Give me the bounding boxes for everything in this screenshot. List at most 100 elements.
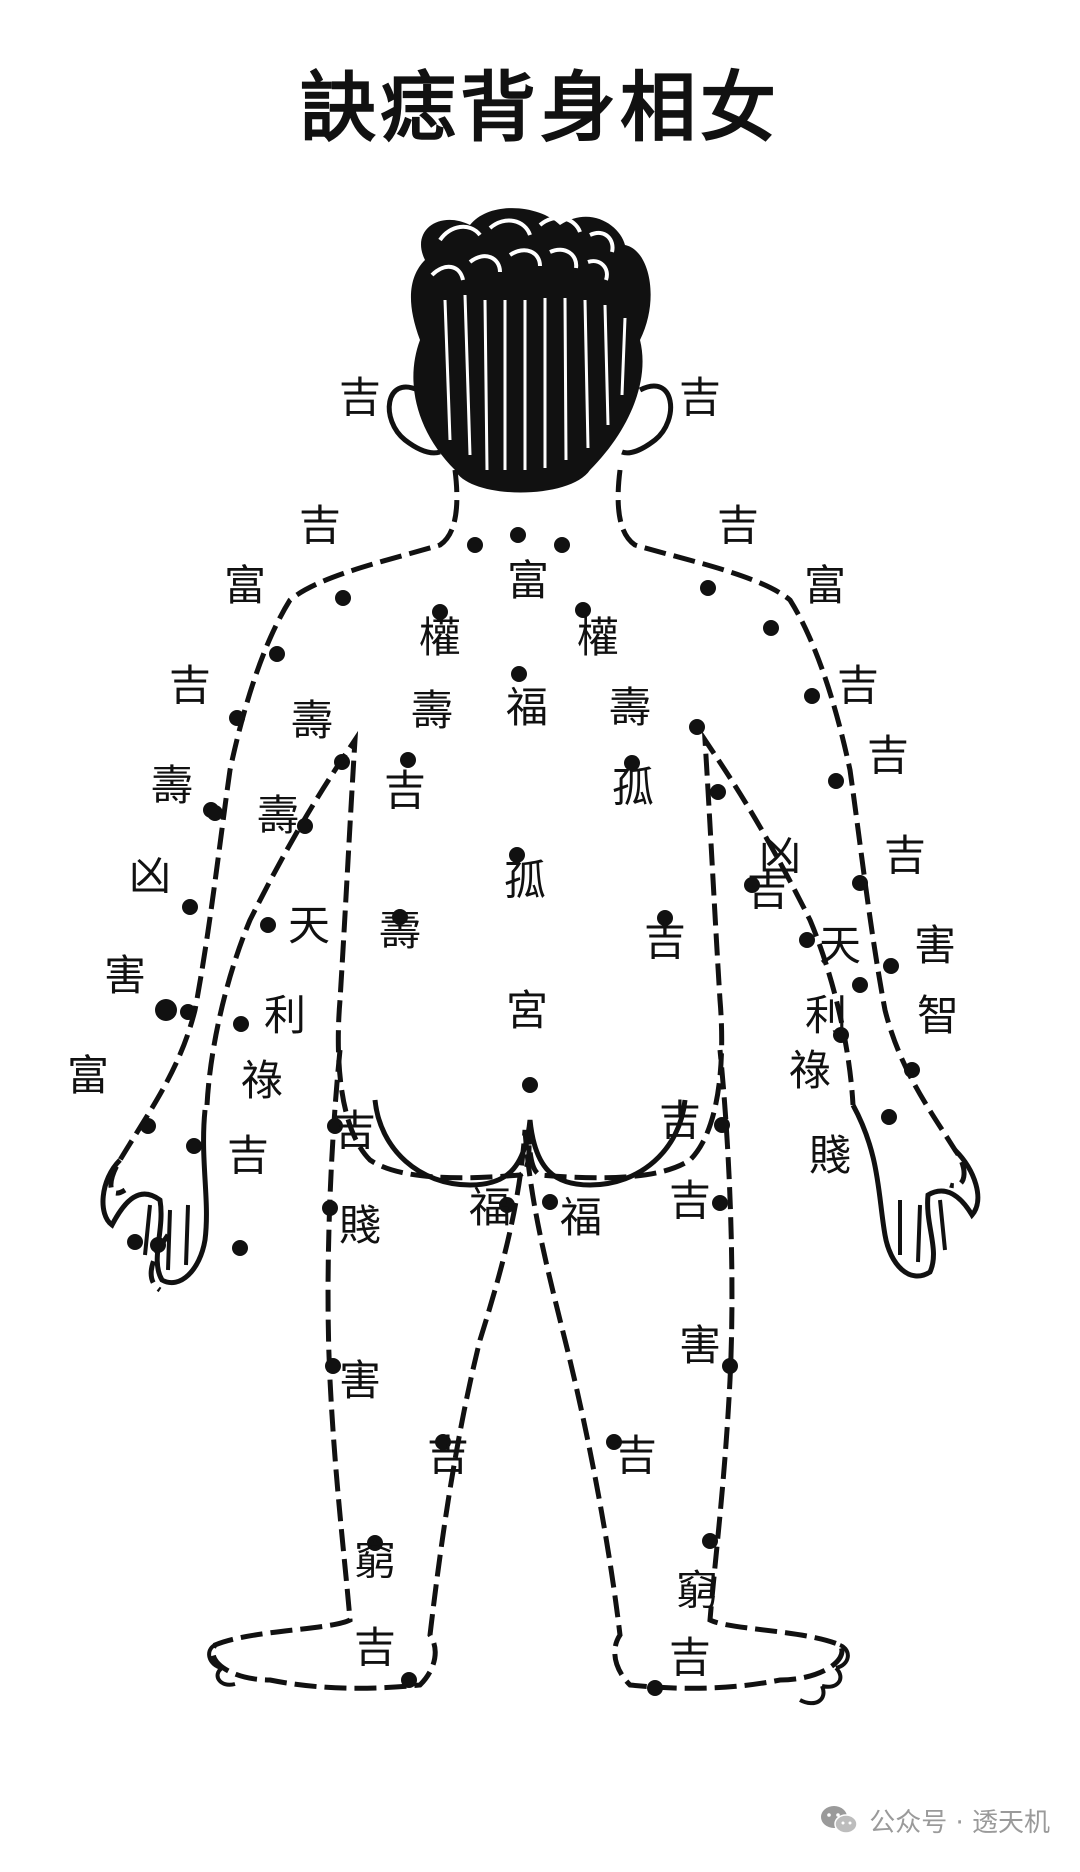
mole-dot — [712, 1195, 728, 1211]
mole-dot — [799, 932, 815, 948]
mole-label: 壽 — [291, 696, 333, 745]
mole-label: 吉 — [169, 661, 211, 710]
mole-label: 害 — [104, 951, 146, 1000]
right-ear — [621, 383, 673, 456]
mole-dot — [606, 1434, 622, 1450]
mole-dot — [432, 604, 448, 620]
mole-label: 吉 — [299, 501, 341, 550]
mole-dot — [833, 1027, 849, 1043]
body-outline — [108, 469, 967, 1293]
mole-dot — [575, 602, 591, 618]
right-fingers — [898, 1199, 947, 1263]
mole-dot — [710, 784, 726, 800]
mole-label: 窮 — [676, 1566, 718, 1615]
wechat-icon — [821, 1806, 858, 1834]
mole-label: 凶 — [759, 831, 801, 880]
mole-label: 吉 — [354, 1623, 396, 1672]
mole-dot — [522, 1077, 538, 1093]
mole-label: 富 — [67, 1051, 109, 1100]
mole-dot — [182, 899, 198, 915]
mole-label: 吉 — [615, 1431, 657, 1480]
mole-dot — [140, 1118, 156, 1134]
mole-label: 壽 — [411, 686, 453, 735]
watermark-text: 公众号 · 透天机 — [869, 1807, 1050, 1838]
mole-dot — [511, 666, 527, 682]
mole-dot — [657, 910, 673, 926]
mole-label: 窮 — [354, 1536, 396, 1585]
left-toes — [207, 1643, 236, 1687]
mole-label: 富 — [804, 561, 846, 610]
mole-dot — [400, 752, 416, 768]
mole-dot — [401, 1672, 417, 1688]
mole-dot — [852, 875, 868, 891]
mole-label: 賤 — [339, 1201, 381, 1250]
mole-label: 吉 — [334, 1106, 376, 1155]
mole-dot — [852, 977, 868, 993]
mole-label: 吉 — [884, 831, 926, 880]
mole-label: 吉 — [747, 866, 789, 915]
mole-dot — [624, 755, 640, 771]
mole-dot — [335, 590, 351, 606]
mole-dot — [334, 754, 350, 770]
mole-dot — [647, 1680, 663, 1696]
diagram-title: 訣痣背身相女 — [300, 63, 780, 152]
mole-label: 祿 — [241, 1056, 283, 1105]
mole-label: 福 — [560, 1193, 602, 1242]
mole-dot — [207, 805, 223, 821]
mole-dot — [881, 1109, 897, 1125]
mole-dot — [367, 1535, 383, 1551]
mole-label: 富 — [507, 556, 549, 605]
mole-dot — [155, 999, 177, 1021]
mole-dot — [804, 688, 820, 704]
mole-dots — [127, 527, 920, 1696]
mole-label: 吉 — [669, 1176, 711, 1225]
mole-dot — [828, 773, 844, 789]
mole-label: 智 — [917, 991, 959, 1040]
mole-label: 天 — [819, 921, 861, 970]
mole-dot — [722, 1358, 738, 1374]
mole-dot — [229, 710, 245, 726]
mole-dot — [233, 1016, 249, 1032]
mole-label: 利 — [805, 991, 847, 1040]
mole-label: 吉 — [867, 731, 909, 780]
mole-label: 吉 — [227, 1131, 269, 1180]
mole-label: 富 — [224, 561, 266, 610]
mole-dot — [127, 1234, 143, 1250]
mole-dot — [297, 818, 313, 834]
mole-dot — [554, 537, 570, 553]
mole-dot — [150, 1237, 166, 1253]
mole-labels: 吉吉吉吉富富富權權吉吉壽壽福壽壽吉吉孤孤壽凶凶吉吉壽吉天天害害利利宮富智祿祿吉吉… — [67, 373, 959, 1682]
watermark: 公众号 · 透天机 — [819, 1800, 1050, 1840]
mole-dot — [904, 1062, 920, 1078]
mole-dot — [327, 1118, 343, 1134]
mole-label: 吉 — [384, 766, 426, 815]
mole-label: 壽 — [379, 906, 421, 955]
mole-dot — [509, 847, 525, 863]
mole-dot — [689, 719, 705, 735]
buttocks-outline — [372, 1099, 688, 1188]
mole-dot — [700, 580, 716, 596]
mole-dot — [883, 958, 899, 974]
mole-label: 孤 — [504, 856, 546, 905]
mole-dot — [232, 1240, 248, 1256]
mole-dot — [269, 646, 285, 662]
mole-label: 福 — [469, 1183, 511, 1232]
mole-label: 權 — [419, 613, 461, 662]
mole-label: 吉 — [717, 501, 759, 550]
mole-dot — [542, 1194, 558, 1210]
mole-label: 祿 — [789, 1046, 831, 1095]
mole-label: 害 — [914, 921, 956, 970]
mole-label: 吉 — [339, 373, 381, 422]
hair — [410, 208, 651, 493]
mole-label: 凶 — [129, 851, 171, 900]
mole-label: 權 — [577, 613, 619, 662]
mole-label: 壽 — [257, 791, 299, 840]
mole-label: 吉 — [427, 1431, 469, 1480]
mole-label: 吉 — [659, 1096, 701, 1145]
right-hand — [850, 1103, 981, 1279]
mole-dot — [499, 1197, 515, 1213]
mole-label: 賤 — [809, 1131, 851, 1180]
mole-dot — [186, 1138, 202, 1154]
